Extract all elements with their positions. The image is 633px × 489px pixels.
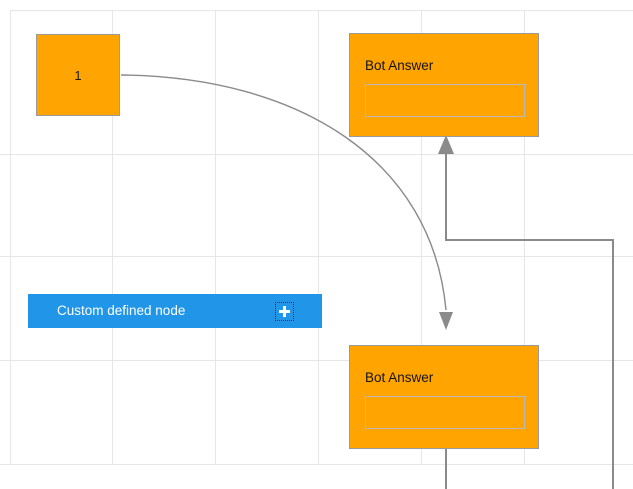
edge-loop[interactable] [438, 135, 614, 489]
plus-icon[interactable] [275, 301, 294, 321]
node-label: 1 [74, 67, 82, 83]
node-title: Bot Answer [365, 370, 434, 385]
bot-answer-slot[interactable] [365, 84, 525, 117]
node-title: Bot Answer [365, 58, 434, 73]
custom-defined-node-label: Custom defined node [57, 303, 186, 319]
node-numbered-1[interactable]: 1 [36, 34, 120, 116]
custom-defined-node-bar[interactable]: Custom defined node [28, 294, 322, 328]
node-bot-answer-top[interactable]: Bot Answer [349, 33, 539, 137]
node-bot-answer-bottom[interactable]: Bot Answer [349, 345, 539, 449]
edge-curve[interactable] [120, 74, 453, 330]
bot-answer-slot[interactable] [365, 396, 525, 429]
